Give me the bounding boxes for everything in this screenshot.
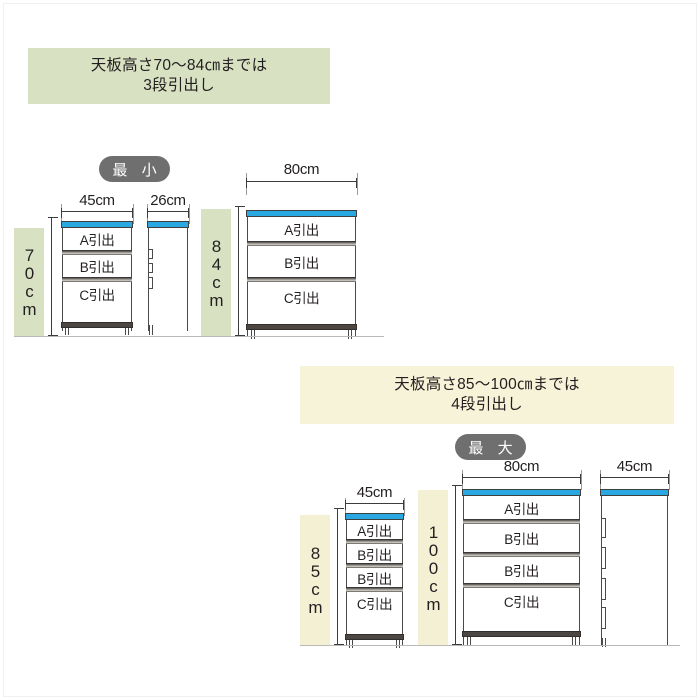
drawer-b: B引出 <box>248 246 355 277</box>
height-band-70: 70cm <box>14 228 44 336</box>
badge-minimum-label: 最 小 <box>112 161 162 179</box>
drawer-edge-notch <box>602 578 606 600</box>
ground-line-top <box>14 336 384 338</box>
ext-line-26-right <box>189 204 190 224</box>
drawer-a: A引出 <box>347 520 402 539</box>
width-dimension-26 <box>147 207 189 218</box>
banner-4-drawer-line1: 天板高さ85～100㎝までは <box>394 376 580 394</box>
height-label-84: 84cm <box>207 236 226 309</box>
width-label-45a: 45cm <box>79 192 115 209</box>
banner-3-drawer-line2: 3段引出し <box>143 77 215 94</box>
width-label-80a: 80cm <box>283 161 320 178</box>
cabinet-leg-right <box>572 637 576 646</box>
height-band-100: 100cm <box>418 490 448 645</box>
height-label-85: 85cm <box>306 544 325 616</box>
top-panel <box>600 489 669 496</box>
drawer-c: C引出 <box>248 282 355 312</box>
drawer-rail <box>346 539 403 544</box>
width-label-26: 26cm <box>150 192 186 209</box>
cabinet-plinth <box>462 631 581 637</box>
drawer-c: C引出 <box>63 282 131 306</box>
drawer-edge-notch <box>149 249 153 259</box>
drawer-rail <box>463 583 580 588</box>
cabinet-26-side-view <box>147 221 189 335</box>
height-label-100: 100cm <box>424 522 443 613</box>
cabinet-45-3drawer-front: A引出 B引出 C引出 <box>61 221 133 335</box>
width-label-45b: 45cm <box>356 484 393 501</box>
drawer-rail <box>247 277 356 282</box>
drawer-b2: B引出 <box>347 568 402 587</box>
cabinet-80-3drawer-front: A引出 B引出 C引出 <box>246 210 357 339</box>
cabinet-leg-left <box>251 330 255 339</box>
badge-maximum: 最 大 <box>455 434 526 460</box>
drawer-rail <box>346 587 403 592</box>
height-band-84: 84cm <box>201 209 231 336</box>
ext-line-45c-right <box>669 470 670 490</box>
banner-4-drawer: 天板高さ85～100㎝までは 4段引出し <box>300 366 674 424</box>
top-panel <box>61 221 133 228</box>
height-band-85: 85cm <box>300 515 330 645</box>
ext-line-45b-right <box>404 498 405 516</box>
cabinet-45-4drawer-front: A引出 B引出 B引出 C引出 <box>345 513 404 648</box>
drawer-b2: B引出 <box>464 557 579 583</box>
badge-minimum: 最 小 <box>99 156 170 182</box>
drawer-b1: B引出 <box>464 524 579 552</box>
cabinet-plinth <box>61 322 133 328</box>
drawer-edge-notch <box>602 607 606 629</box>
drawer-rail <box>463 519 580 524</box>
top-panel <box>246 210 357 217</box>
banner-3-drawer: 天板高さ70～84㎝までは 3段引出し <box>28 48 330 104</box>
width-dimension-45b <box>345 499 404 510</box>
height-label-70: 70cm <box>20 246 39 318</box>
banner-3-drawer-line1: 天板高さ70～84㎝までは <box>90 57 268 75</box>
cabinet-leg-left <box>602 638 606 647</box>
badge-maximum-label: 最 大 <box>468 439 518 457</box>
drawer-rail <box>346 563 403 568</box>
top-panel <box>462 489 581 496</box>
height-dimension-70 <box>47 217 58 336</box>
ext-line-80b-right <box>581 470 582 490</box>
drawer-c: C引出 <box>347 592 402 613</box>
cabinet-45-side-view <box>600 489 669 647</box>
drawer-rail <box>247 241 356 246</box>
ext-line-45a-right <box>133 204 134 224</box>
cabinet-plinth <box>345 634 404 640</box>
ground-line-bottom <box>300 645 680 647</box>
drawer-edge-notch <box>602 547 606 569</box>
cabinet-80-4drawer-front: A引出 B引出 B引出 C引出 <box>462 489 581 646</box>
banner-4-drawer-line2: 4段引出し <box>451 396 523 413</box>
width-dimension-80b <box>462 473 581 484</box>
width-dimension-45c <box>600 473 669 484</box>
cabinet-leg-left <box>349 640 353 648</box>
cabinet-leg-left <box>467 637 471 646</box>
cabinet-plinth <box>246 324 357 330</box>
width-label-45c: 45cm <box>616 458 653 475</box>
cabinet-leg-right <box>125 328 129 335</box>
drawer-rail <box>62 250 132 255</box>
drawer-edge-notch <box>149 277 153 289</box>
height-dimension-85 <box>333 508 344 645</box>
drawer-b1: B引出 <box>347 544 402 563</box>
drawer-edge-notch <box>149 263 153 273</box>
width-dimension-80a <box>246 177 357 188</box>
drawer-c: C引出 <box>464 588 579 614</box>
height-dimension-84 <box>234 206 245 336</box>
cabinet-leg-right <box>396 640 400 648</box>
width-label-80b: 80cm <box>503 458 540 475</box>
height-dimension-100 <box>451 485 462 645</box>
drawer-edge-notch <box>602 518 606 538</box>
drawer-rail <box>62 277 132 282</box>
top-panel <box>345 513 404 520</box>
drawer-rail <box>463 552 580 557</box>
cabinet-leg-left <box>149 325 153 335</box>
width-dimension-45a <box>61 207 133 218</box>
drawer-a: A引出 <box>464 496 579 519</box>
drawer-b: B引出 <box>63 255 131 277</box>
top-panel <box>147 221 189 228</box>
cabinet-leg-right <box>348 330 352 339</box>
cabinet-leg-left <box>65 328 69 335</box>
drawer-a: A引出 <box>248 217 355 241</box>
drawer-a: A引出 <box>63 228 131 250</box>
ext-line-80a-right <box>357 173 358 195</box>
